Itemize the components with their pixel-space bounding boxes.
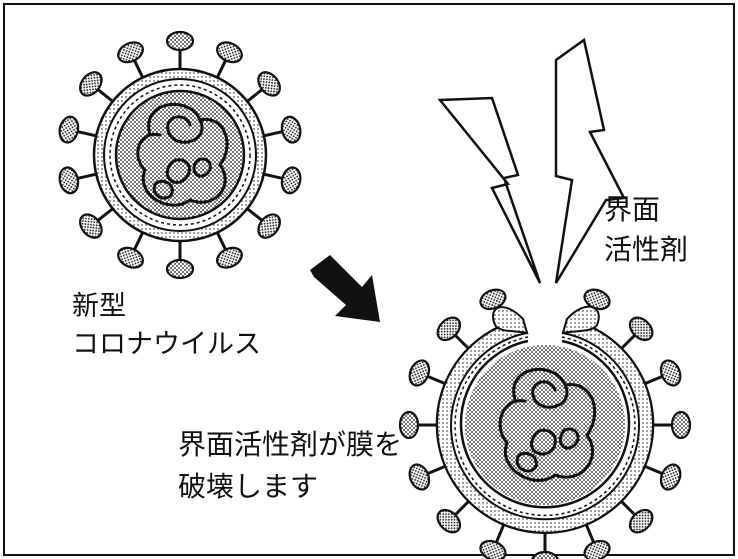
surfactant-label-line2: 活性剤 — [604, 233, 689, 266]
arrow-icon — [310, 255, 380, 322]
caption-line1: 界面活性剤が膜を — [178, 428, 403, 461]
virus-label-line2: コロナウイルス — [72, 329, 261, 360]
ruptured-virus-icon — [398, 284, 692, 559]
caption: 界面活性剤が膜を 破壊します — [178, 424, 402, 508]
lightning-icon — [437, 37, 626, 284]
virus-label: 新型 コロナウイルス — [72, 288, 261, 364]
surfactant-label: 界面 活性剤 — [604, 190, 688, 270]
virus-icon — [55, 30, 305, 280]
frame-border — [3, 3, 735, 556]
virus-label-line1: 新型 — [72, 291, 126, 322]
surfactant-label-line1: 界面 — [604, 193, 661, 226]
caption-line2: 破壊します — [178, 470, 319, 503]
